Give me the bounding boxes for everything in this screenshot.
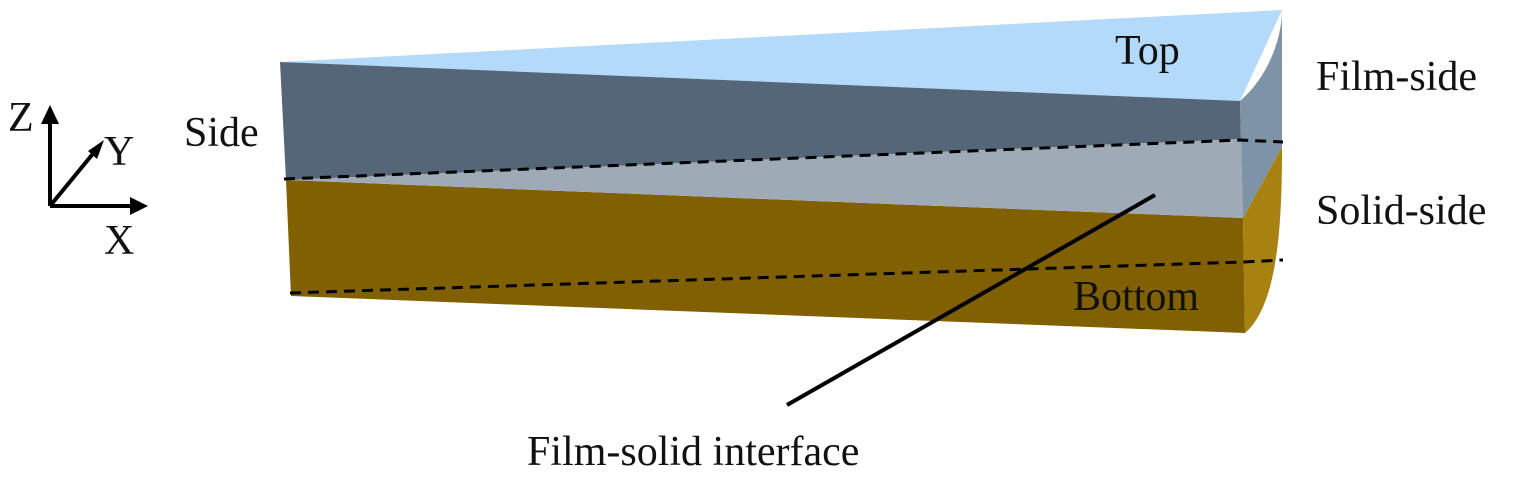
y-axis-arrowhead [88, 140, 104, 159]
x-axis-arrowhead [130, 197, 148, 215]
solid-side-label: Solid-side [1316, 188, 1486, 234]
film-right-face [1240, 10, 1282, 218]
x-axis-label: X [104, 218, 134, 264]
film-front-face [280, 62, 1241, 180]
solid-right-face [1243, 147, 1282, 333]
z-axis-arrowhead [41, 105, 59, 124]
lower-dashed-line [289, 258, 1284, 295]
film-side-label: Film-side [1316, 54, 1477, 100]
top-label: Top [1115, 28, 1180, 74]
film-interface-face [286, 139, 1243, 218]
y-axis-label: Y [104, 129, 134, 175]
axes-glyph [48, 122, 132, 208]
film-top-face [280, 10, 1282, 101]
interface-callout-line [786, 193, 1156, 407]
z-axis-label: Z [8, 95, 34, 141]
y-axis-line [48, 148, 98, 208]
bottom-label: Bottom [1073, 274, 1199, 320]
interface-callout-label: Film-solid interface [527, 429, 859, 475]
upper-dashed-line [283, 138, 1284, 181]
side-label: Side [184, 110, 259, 156]
solid-front-face [286, 180, 1245, 333]
